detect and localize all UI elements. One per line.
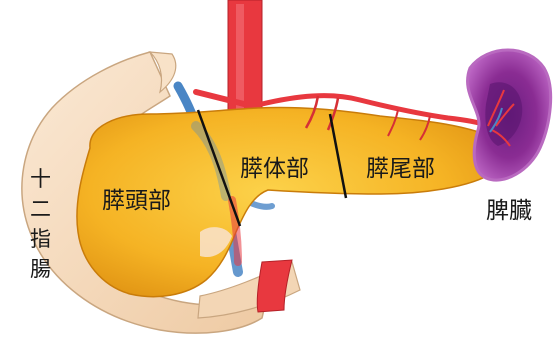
- label-duodenum-4: 腸: [30, 257, 51, 281]
- label-duodenum-3: 指: [30, 227, 51, 251]
- lower-aorta: [257, 260, 292, 312]
- label-pancreas-tail: 膵尾部: [366, 156, 435, 182]
- aorta-highlight: [236, 4, 244, 112]
- label-duodenum-2: 二: [30, 197, 51, 221]
- label-pancreas-body: 膵体部: [240, 156, 309, 182]
- label-pancreas-head: 膵頭部: [102, 188, 171, 214]
- label-spleen: 脾臓: [486, 198, 532, 224]
- label-duodenum-1: 十: [30, 167, 51, 191]
